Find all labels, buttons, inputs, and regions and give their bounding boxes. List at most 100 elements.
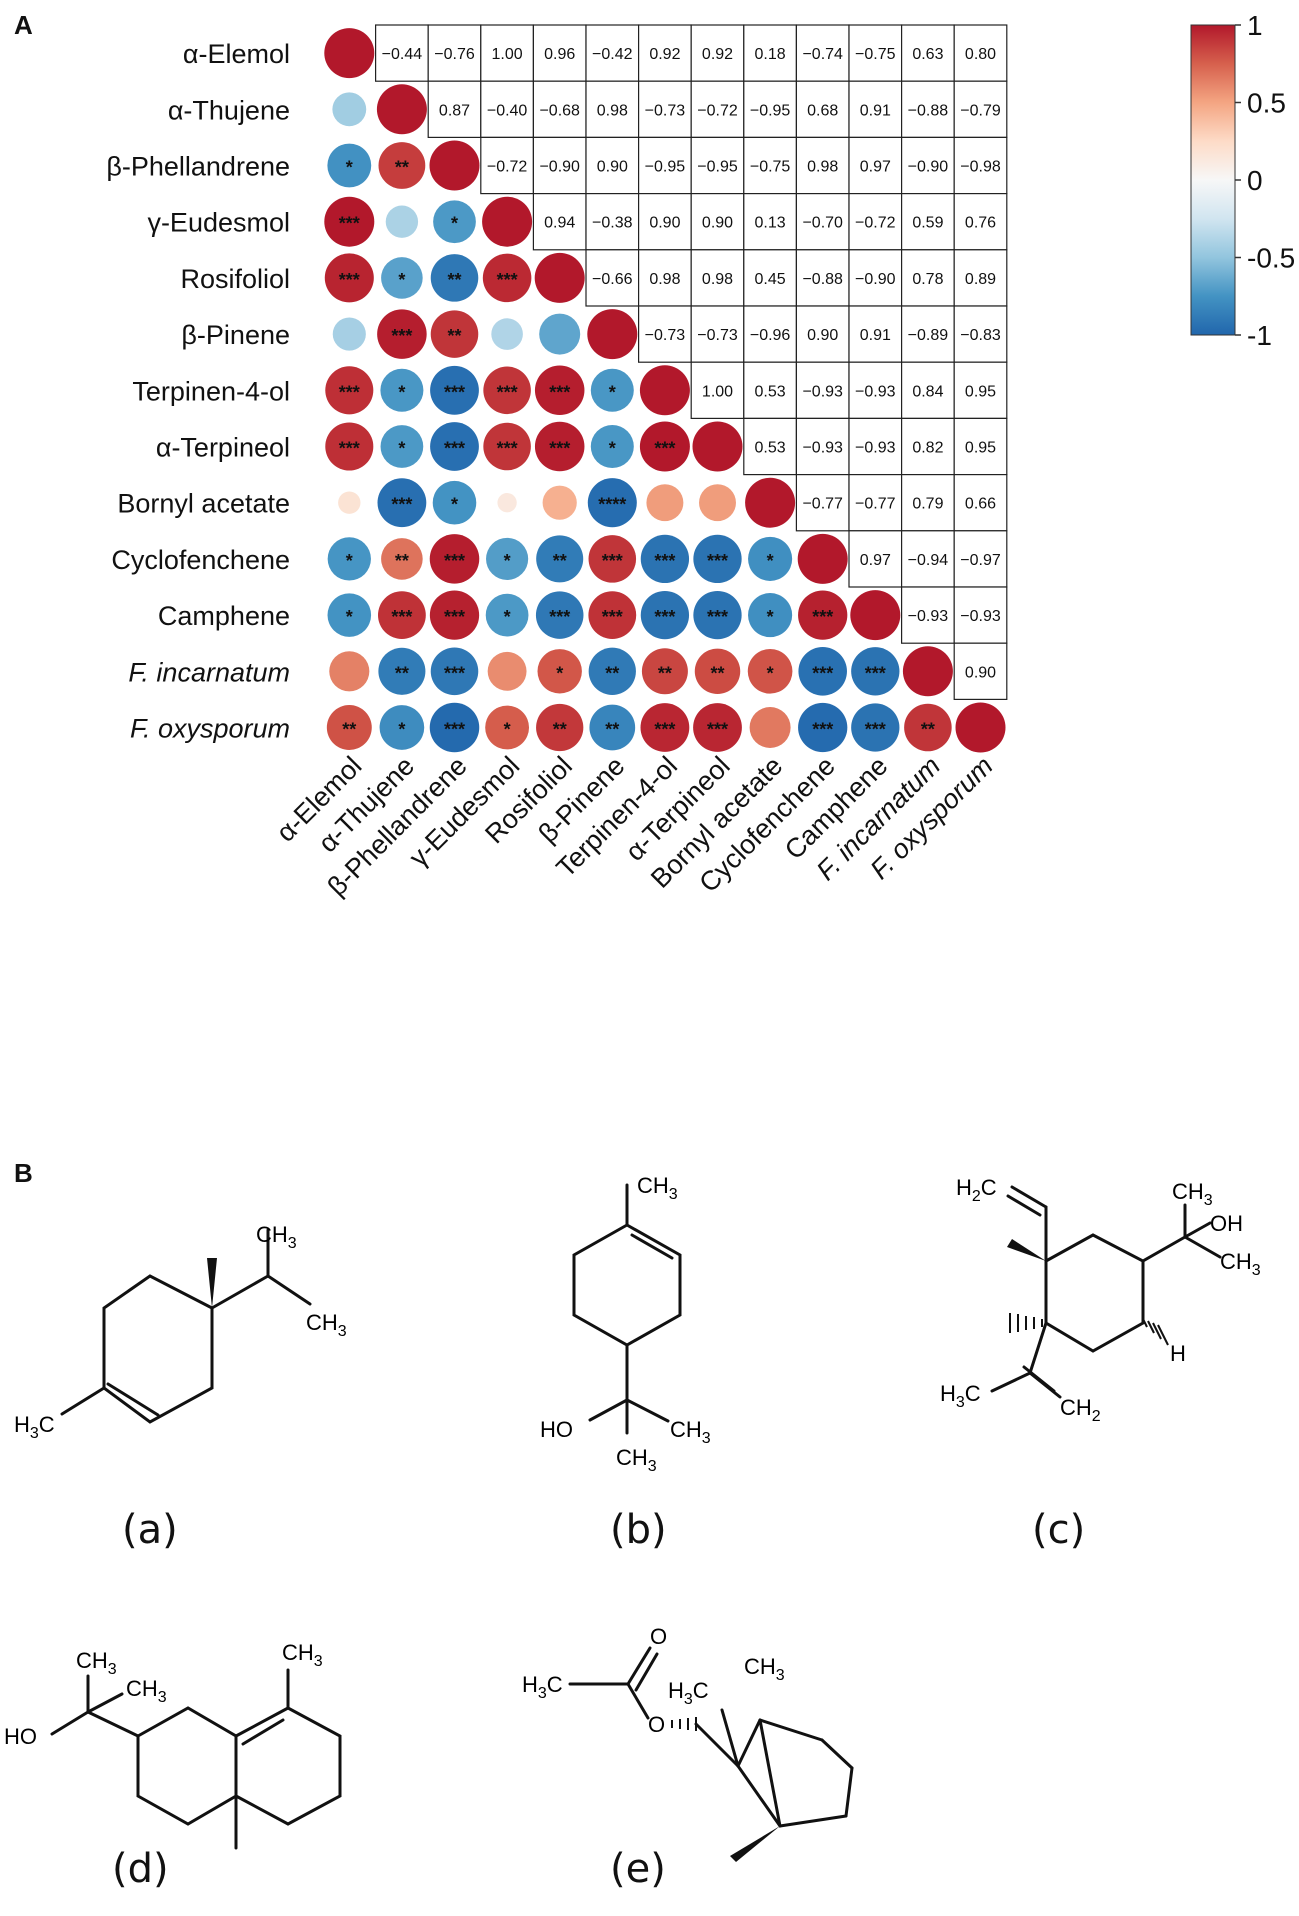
corr-circle xyxy=(324,28,375,79)
corr-value-label: −0.76 xyxy=(434,46,475,63)
corr-value-label: −0.88 xyxy=(908,102,949,119)
significance-mark: * xyxy=(767,607,774,627)
corr-circle xyxy=(534,365,585,416)
corr-circle xyxy=(380,368,424,412)
significance-mark: * xyxy=(504,551,511,571)
corr-value-label: 0.97 xyxy=(860,552,891,569)
structure-a-ch3-right: CH3 xyxy=(306,1310,347,1340)
corr-value-label: 0.63 xyxy=(912,46,943,63)
corr-value-label: 0.87 xyxy=(439,102,470,119)
significance-mark: ** xyxy=(658,663,672,683)
significance-mark: ** xyxy=(710,663,724,683)
corr-value-label: 0.94 xyxy=(544,215,575,232)
corr-circle xyxy=(430,254,479,302)
corr-circle xyxy=(433,200,476,244)
corr-circle xyxy=(497,493,517,513)
corr-circle xyxy=(590,368,634,412)
significance-mark: *** xyxy=(391,607,412,627)
corr-cell xyxy=(532,80,587,138)
significance-mark: * xyxy=(346,158,353,178)
structure-a-ch3-top: CH3 xyxy=(256,1222,297,1252)
row-label: α-Thujene xyxy=(168,95,290,125)
significance-mark: * xyxy=(346,607,353,627)
significance-mark: * xyxy=(398,720,405,740)
corr-circle xyxy=(432,480,477,525)
corr-cell xyxy=(795,305,850,363)
corr-circle xyxy=(537,649,582,694)
significance-mark: ** xyxy=(605,663,619,683)
corr-cell xyxy=(532,136,587,195)
significance-mark: *** xyxy=(444,663,465,683)
corr-cell xyxy=(900,24,955,82)
corr-cell xyxy=(637,193,692,251)
corr-value-label: −0.70 xyxy=(802,215,843,232)
corr-value-label: −0.95 xyxy=(750,102,791,119)
significance-mark: *** xyxy=(497,382,518,402)
structure-c-ch3-right: CH3 xyxy=(1220,1249,1261,1279)
corr-circle xyxy=(380,425,424,468)
corr-value-label: 1.00 xyxy=(492,46,523,63)
corr-cell xyxy=(848,530,903,588)
corr-cell xyxy=(795,249,850,307)
corr-value-label: −0.73 xyxy=(645,102,686,119)
corr-circle xyxy=(640,534,690,584)
significance-mark: *** xyxy=(391,495,412,515)
corr-circle xyxy=(798,702,848,753)
significance-mark: *** xyxy=(339,270,360,290)
significance-mark: *** xyxy=(812,720,833,740)
corr-value-label: 0.53 xyxy=(755,383,786,400)
corr-value-label: −0.66 xyxy=(592,271,633,288)
corr-value-label: 0.98 xyxy=(807,159,838,176)
corr-circle xyxy=(693,534,742,584)
significance-mark: *** xyxy=(339,382,360,402)
corr-circle xyxy=(376,84,427,135)
corr-value-label: 0.90 xyxy=(597,159,628,176)
corr-circle xyxy=(326,705,372,750)
colorbar-tick-label: -0.5 xyxy=(1247,243,1295,274)
significance-mark: *** xyxy=(444,607,465,627)
corr-circle xyxy=(587,478,637,528)
significance-mark: *** xyxy=(654,607,675,627)
corr-circle xyxy=(590,424,634,469)
corr-cell xyxy=(953,361,1008,420)
corr-cell xyxy=(743,24,797,82)
corr-cell xyxy=(690,305,745,363)
corr-circle xyxy=(588,591,637,639)
corr-circle xyxy=(536,535,584,583)
corr-value-label: 0.91 xyxy=(860,327,891,344)
significance-mark: * xyxy=(504,720,511,740)
corr-value-label: 0.13 xyxy=(755,215,786,232)
significance-mark: ** xyxy=(447,270,461,290)
corr-cell xyxy=(953,642,1008,701)
corr-value-label: −0.97 xyxy=(960,552,1001,569)
corr-cell xyxy=(953,474,1008,532)
significance-mark: *** xyxy=(654,439,675,459)
significance-mark: *** xyxy=(549,382,570,402)
significance-mark: *** xyxy=(602,607,623,627)
corr-circle xyxy=(381,538,423,580)
significance-mark: ** xyxy=(553,551,567,571)
corr-cell xyxy=(585,136,640,195)
corr-value-label: 0.91 xyxy=(860,102,891,119)
corr-cell xyxy=(848,249,903,307)
corr-circle xyxy=(491,318,523,350)
corr-circle xyxy=(851,647,900,696)
corr-cell xyxy=(637,24,692,82)
structure-c-h3c: H3C xyxy=(940,1381,981,1411)
corr-cell xyxy=(532,193,587,251)
corr-circle xyxy=(485,705,530,750)
structure-a-wedge xyxy=(207,1258,217,1308)
corr-value-label: −0.73 xyxy=(697,327,738,344)
significance-mark: *** xyxy=(707,551,728,571)
corr-value-label: −0.68 xyxy=(539,102,580,119)
corr-circle xyxy=(385,205,419,238)
corr-cell xyxy=(743,417,797,476)
corr-circle xyxy=(325,366,374,415)
significance-mark: *** xyxy=(865,720,886,740)
corr-value-label: −0.83 xyxy=(960,327,1001,344)
corr-circle xyxy=(325,422,374,471)
corr-circle xyxy=(485,593,529,637)
corr-value-label: −0.77 xyxy=(802,496,843,513)
significance-mark: *** xyxy=(497,439,518,459)
corr-value-label: 0.18 xyxy=(755,46,786,63)
